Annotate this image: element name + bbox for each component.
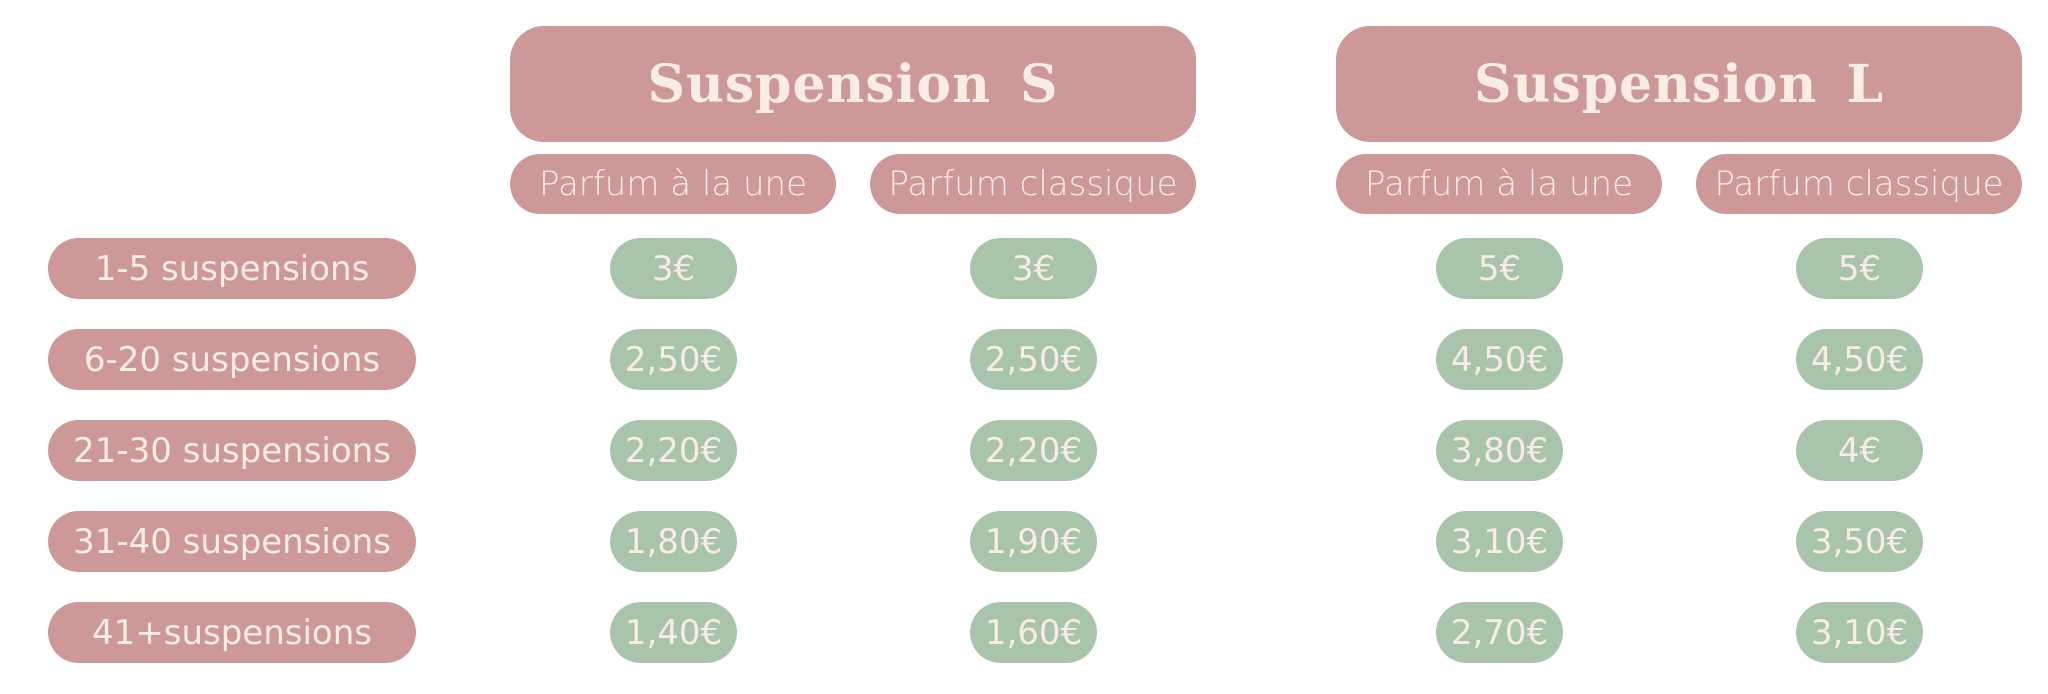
price-cell: 5€ bbox=[1436, 238, 1563, 299]
row-label-1-5: 1-5 suspensions bbox=[48, 238, 416, 299]
price-cell: 1,80€ bbox=[610, 511, 737, 572]
price-cell: 2,70€ bbox=[1436, 602, 1563, 663]
price-cell: 3,50€ bbox=[1796, 511, 1923, 572]
price-cell: 3€ bbox=[970, 238, 1097, 299]
column-header-l-parfum-a-la-une: Parfum à la une bbox=[1336, 154, 1662, 214]
price-cell: 2,50€ bbox=[610, 329, 737, 390]
column-header-s-parfum-classique: Parfum classique bbox=[870, 154, 1196, 214]
column-header-l-parfum-classique: Parfum classique bbox=[1696, 154, 2022, 214]
row-label-21-30: 21-30 suspensions bbox=[48, 420, 416, 481]
price-cell: 2,20€ bbox=[610, 420, 737, 481]
column-header-s-parfum-a-la-une: Parfum à la une bbox=[510, 154, 836, 214]
price-cell: 1,40€ bbox=[610, 602, 737, 663]
price-cell: 4,50€ bbox=[1796, 329, 1923, 390]
price-cell: 3,80€ bbox=[1436, 420, 1563, 481]
price-cell: 2,20€ bbox=[970, 420, 1097, 481]
price-cell: 1,60€ bbox=[970, 602, 1097, 663]
row-label-31-40: 31-40 suspensions bbox=[48, 511, 416, 572]
price-cell: 3€ bbox=[610, 238, 737, 299]
price-cell: 5€ bbox=[1796, 238, 1923, 299]
price-cell: 4,50€ bbox=[1436, 329, 1563, 390]
price-cell: 3,10€ bbox=[1796, 602, 1923, 663]
price-cell: 1,90€ bbox=[970, 511, 1097, 572]
row-label-6-20: 6-20 suspensions bbox=[48, 329, 416, 390]
group-header-suspension-s: Suspension S bbox=[510, 26, 1196, 142]
price-cell: 4€ bbox=[1796, 420, 1923, 481]
group-header-suspension-l: Suspension L bbox=[1336, 26, 2022, 142]
price-cell: 3,10€ bbox=[1436, 511, 1563, 572]
row-label-41-plus: 41+suspensions bbox=[48, 602, 416, 663]
price-cell: 2,50€ bbox=[970, 329, 1097, 390]
